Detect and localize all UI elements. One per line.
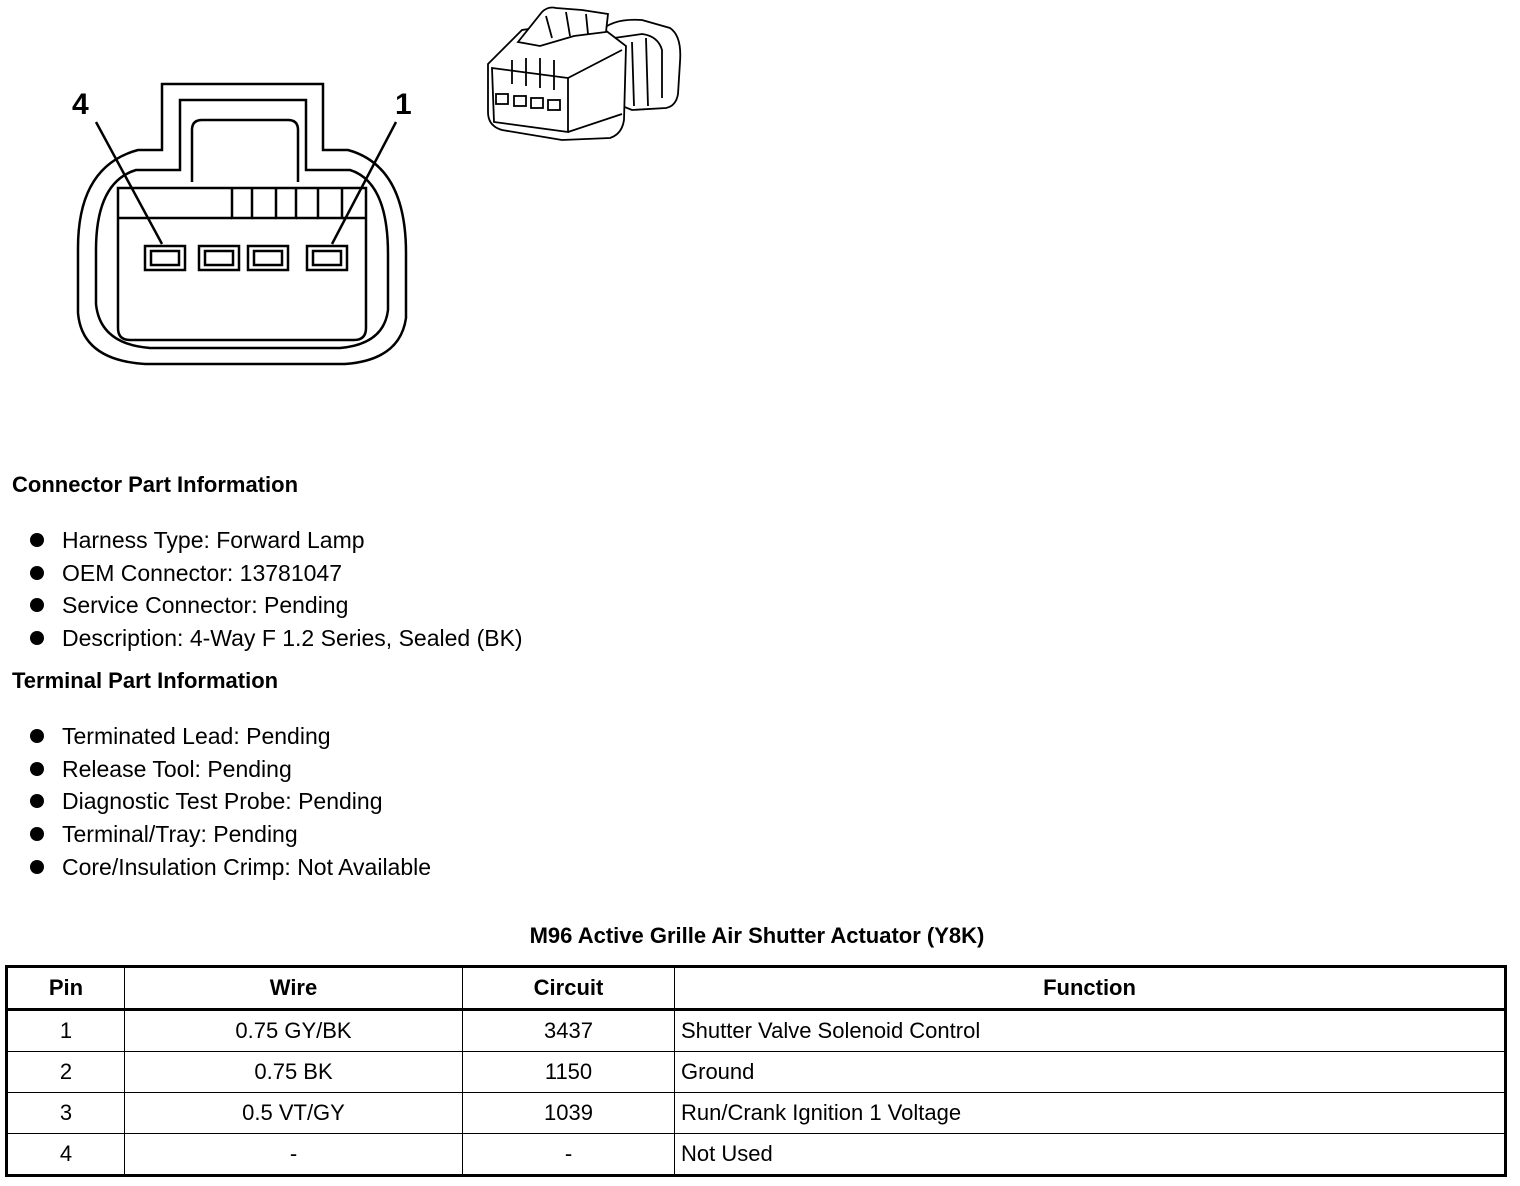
cell-function: Shutter Valve Solenoid Control (674, 1009, 1506, 1052)
table-row: 3 0.5 VT/GY 1039 Run/Crank Ignition 1 Vo… (6, 1092, 1506, 1134)
list-item: Terminated Lead: Pending (28, 720, 431, 753)
list-item: Service Connector: Pending (28, 589, 523, 622)
list-item-text: Terminal/Tray: Pending (62, 821, 298, 848)
cell-pin: 2 (6, 1051, 125, 1093)
cell-circuit: 1039 (462, 1092, 675, 1134)
list-item: Core/Insulation Crimp: Not Available (28, 851, 431, 884)
bullet-icon (30, 598, 44, 613)
key-slot-2 (274, 188, 298, 220)
bullet-icon (30, 761, 44, 776)
cell-function: Not Used (674, 1133, 1506, 1176)
list-item-text: Release Tool: Pending (62, 755, 292, 782)
bullet-icon (30, 827, 44, 842)
list-item: Release Tool: Pending (28, 753, 431, 786)
cell-circuit: 1150 (462, 1051, 675, 1093)
column-header-wire: Wire (124, 966, 463, 1010)
terminal-part-info-list: Terminated Lead: Pending Release Tool: P… (28, 720, 431, 883)
ribs (511, 58, 555, 90)
list-item-text: Terminated Lead: Pending (62, 723, 331, 749)
cell-pin: 4 (6, 1133, 125, 1176)
list-item: Harness Type: Forward Lamp (28, 524, 523, 557)
rear-seal-ridge (613, 33, 663, 98)
rear-seal-ridge-2 (631, 41, 635, 107)
connector-part-info-list: Harness Type: Forward Lamp OEM Connector… (28, 524, 523, 655)
list-item: Terminal/Tray: Pending (28, 818, 431, 851)
pin-label-1: 1 (395, 88, 412, 121)
list-item-text: Diagnostic Test Probe: Pending (62, 788, 383, 815)
list-item: Diagnostic Test Probe: Pending (28, 785, 431, 818)
connector-isometric-view (487, 6, 682, 141)
table-header-row: Pin Wire Circuit Function (6, 966, 1506, 1010)
list-item-text: Service Connector: Pending (62, 592, 349, 619)
cell-pin: 1 (6, 1009, 125, 1052)
list-item: OEM Connector: 13781047 (28, 557, 523, 590)
bullet-icon (30, 729, 44, 743)
list-item-text: Core/Insulation Crimp: Not Available (62, 853, 432, 880)
terminal-3 (197, 244, 241, 272)
housing-inner (94, 98, 390, 350)
list-item-text: OEM Connector: 13781047 (62, 559, 343, 586)
terminal-1 (305, 244, 349, 272)
table-row: 4 - - Not Used (6, 1133, 1506, 1176)
column-header-circuit: Circuit (462, 966, 675, 1010)
cell-wire: 0.75 BK (124, 1051, 463, 1093)
terminal-cavity (116, 186, 368, 342)
top-lock-detail (545, 11, 589, 39)
leader-line-1 (330, 121, 398, 245)
terminal-2 (246, 244, 290, 272)
list-item-text: Description: 4-Way F 1.2 Series, Sealed … (62, 625, 523, 652)
cavity-d (547, 99, 561, 111)
pin-label-4: 4 (72, 88, 89, 121)
table-caption: M96 Active Grille Air Shutter Actuator (… (529, 923, 985, 948)
cell-circuit: 3437 (462, 1009, 675, 1052)
table-row: 1 0.75 GY/BK 3437 Shutter Valve Solenoid… (6, 1009, 1506, 1052)
bullet-icon (30, 565, 44, 580)
connector-part-info-heading: Connector Part Information (12, 472, 299, 497)
bullet-icon (30, 631, 44, 646)
cell-wire: 0.5 VT/GY (124, 1092, 463, 1134)
bullet-icon (30, 859, 44, 874)
cell-wire: - (124, 1133, 463, 1176)
cavity-c (530, 97, 544, 109)
leader-line-4 (94, 121, 164, 245)
cell-function: Ground (674, 1051, 1506, 1093)
key-slot-3 (316, 188, 344, 220)
terminal-4 (143, 244, 187, 272)
cavity-a (495, 93, 509, 105)
front-face-side (567, 49, 623, 133)
housing-outer (76, 82, 408, 366)
list-item-text: Harness Type: Forward Lamp (62, 527, 365, 553)
table-row: 2 0.75 BK 1150 Ground (6, 1051, 1506, 1093)
cell-wire: 0.75 GY/BK (124, 1009, 463, 1052)
rear-seal-ridge-3 (645, 37, 649, 107)
cell-pin: 3 (6, 1092, 125, 1134)
cavity-b (513, 95, 527, 107)
column-header-pin: Pin (6, 966, 125, 1010)
bullet-icon (30, 794, 44, 809)
terminal-part-info-heading: Terminal Part Information (12, 668, 279, 693)
connector-face-diagram: 4 1 (72, 82, 412, 366)
cell-function: Run/Crank Ignition 1 Voltage (674, 1092, 1506, 1134)
latch-tab (190, 118, 300, 182)
bullet-icon (30, 533, 44, 547)
cell-circuit: - (462, 1133, 675, 1176)
column-header-function: Function (674, 966, 1506, 1010)
list-item: Description: 4-Way F 1.2 Series, Sealed … (28, 622, 523, 655)
key-slot-1 (230, 188, 254, 220)
pinout-table: Pin Wire Circuit Function 1 0.75 GY/BK 3… (5, 965, 1507, 1177)
